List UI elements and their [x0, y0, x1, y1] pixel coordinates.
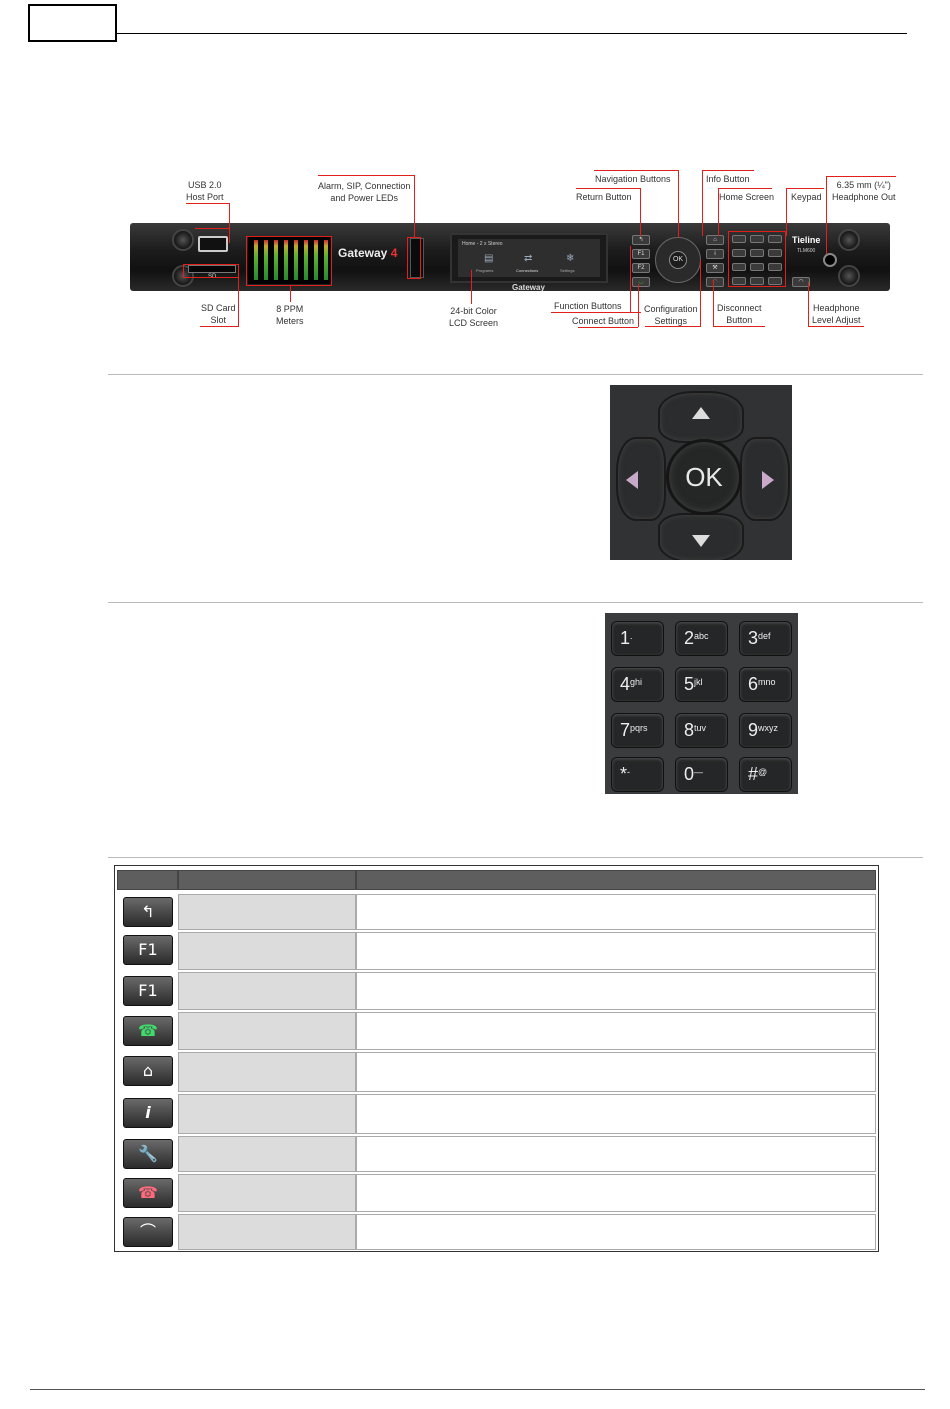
- gateway-logo: Gateway 4: [338, 246, 398, 260]
- key-9: 9wxyz: [739, 713, 792, 748]
- key-star: *-: [611, 757, 664, 792]
- table-row-name-cell: [178, 1012, 356, 1050]
- section-separator: [108, 857, 923, 858]
- table-row-desc-cell: [356, 1174, 876, 1212]
- table-row-name-cell: [178, 972, 356, 1010]
- table-row-name-cell: [178, 932, 356, 970]
- info-label: Info Button: [706, 174, 750, 184]
- section-separator: [108, 374, 923, 375]
- config-button-small: ⚒: [706, 263, 724, 273]
- keypad-label: Keypad: [791, 192, 822, 202]
- arrow-up-icon: [692, 407, 710, 419]
- return-icon: ↰: [123, 897, 173, 927]
- rack-screw: [838, 265, 860, 287]
- table-row-name-cell: [178, 1214, 356, 1250]
- navigation-pad-photo: OK: [610, 385, 792, 560]
- footer-rule: [30, 1389, 925, 1390]
- home-label: Home Screen: [719, 192, 775, 202]
- key-0: 0—: [675, 757, 728, 792]
- table-row-name-cell: [178, 1174, 356, 1212]
- home-icon: ⌂: [123, 1056, 173, 1086]
- ok-button: OK: [666, 439, 742, 515]
- keypad-photo: 1. 2abc 3def 4ghi 5jkl 6mno 7pqrs 8tuv 9…: [605, 613, 798, 794]
- rack-screw: [172, 229, 194, 251]
- ppm-meters: [248, 236, 332, 284]
- table-header-cell: [117, 870, 178, 890]
- f1-icon: F1: [123, 976, 173, 1006]
- info-button-small: i: [706, 249, 724, 259]
- arrow-left-icon: [626, 471, 638, 489]
- settings-icon: ❄: [566, 253, 575, 264]
- usb-port: [198, 236, 228, 252]
- rack-screw: [838, 229, 860, 251]
- key-8: 8tuv: [675, 713, 728, 748]
- return-button-small: ↰: [632, 235, 650, 245]
- table-row-name-cell: [178, 894, 356, 930]
- info-icon: i: [123, 1098, 173, 1128]
- function-label: Function Buttons: [554, 301, 622, 311]
- key-1: 1.: [611, 621, 664, 656]
- nav-left-button: [616, 437, 666, 521]
- model-label: TLM600: [797, 248, 816, 254]
- home-button-small: ⌂: [706, 235, 724, 245]
- table-row-desc-cell: [356, 894, 876, 930]
- table-header-cell: [178, 870, 356, 890]
- arrow-down-icon: [692, 535, 710, 547]
- table-row-desc-cell: [356, 1052, 876, 1092]
- table-row-desc-cell: [356, 1094, 876, 1134]
- phone-connect-icon: ☎: [123, 1016, 173, 1046]
- headphone-level-icon: ⌒: [123, 1217, 173, 1247]
- section-separator: [108, 602, 923, 603]
- f1-icon: F1: [123, 935, 173, 965]
- key-7: 7pqrs: [611, 713, 664, 748]
- key-5: 5jkl: [675, 667, 728, 702]
- return-label: Return Button: [576, 192, 632, 202]
- programs-icon: ▤: [484, 253, 494, 264]
- f2-button-small: F2: [632, 263, 650, 273]
- table-row-name-cell: [178, 1094, 356, 1134]
- key-6: 6mno: [739, 667, 792, 702]
- table-header-cell: [356, 870, 876, 890]
- button-table: ↰ F1 F1 ☎ ⌂ i 🔧 ☎ ⌒: [114, 865, 879, 1252]
- disconnect-button-small: ◠: [706, 277, 724, 287]
- navigation-label: Navigation Buttons: [595, 174, 671, 184]
- lcd-screen: Home - 2 x Stereo ▤ ⇄ ❄ Programs Connect…: [450, 233, 608, 283]
- f1-button-small: F1: [632, 249, 650, 259]
- connect-label: Connect Button: [572, 316, 635, 326]
- header-rule: [117, 33, 907, 34]
- headphone-jack: [823, 253, 837, 267]
- arrow-right-icon: [762, 471, 774, 489]
- key-4: 4ghi: [611, 667, 664, 702]
- table-row-desc-cell: [356, 1136, 876, 1172]
- table-row-desc-cell: [356, 932, 876, 970]
- key-3: 3def: [739, 621, 792, 656]
- key-hash: #@: [739, 757, 792, 792]
- page-tab-box: [28, 4, 117, 42]
- table-row-desc-cell: [356, 1012, 876, 1050]
- headphone-out-label: 6.35 mm (¼")Headphone Out: [832, 180, 896, 202]
- sd-slot: [188, 265, 236, 273]
- headphone-level-button-small: ◠: [792, 277, 810, 287]
- connections-icon: ⇄: [524, 253, 533, 264]
- table-row-name-cell: [178, 1136, 356, 1172]
- tieline-logo: Tieline: [792, 235, 821, 245]
- brand-label-bottom: Gateway: [512, 283, 545, 292]
- connect-button-small: ◡: [632, 277, 650, 287]
- ok-button-small: OK: [669, 251, 687, 269]
- table-row-desc-cell: [356, 972, 876, 1010]
- table-row-name-cell: [178, 1052, 356, 1092]
- table-row-desc-cell: [356, 1214, 876, 1250]
- phone-disconnect-icon: ☎: [123, 1178, 173, 1208]
- wrench-icon: 🔧: [123, 1139, 173, 1169]
- key-2: 2abc: [675, 621, 728, 656]
